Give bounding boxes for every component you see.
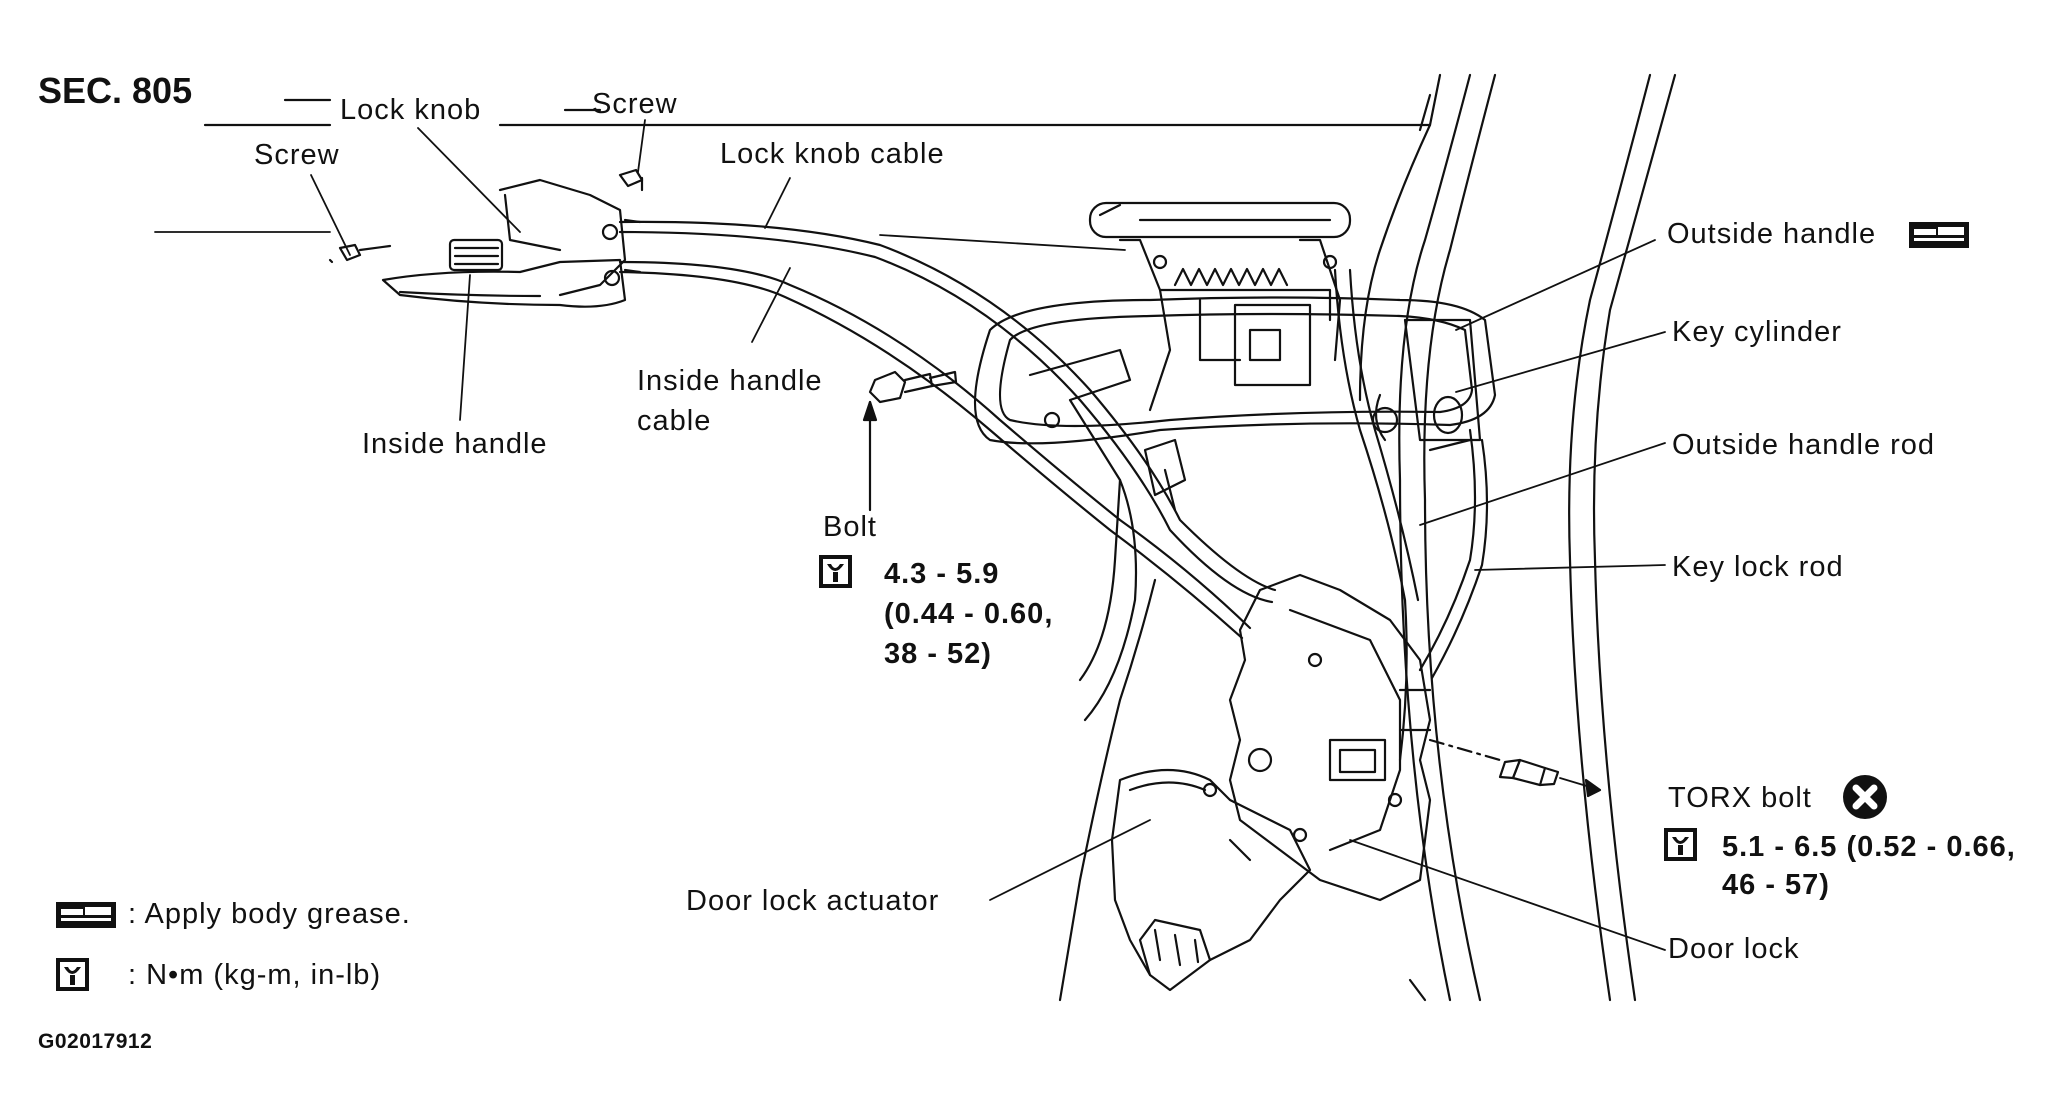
section-number: SEC. 805 xyxy=(38,70,193,111)
label-outside-handle-rod: Outside handle rod xyxy=(1672,429,1936,461)
door-lock-body xyxy=(1228,573,1432,902)
body-grease-icon xyxy=(1909,222,1969,248)
torque-wrench-icon xyxy=(1664,828,1697,861)
torque-bolt-line3: 38 - 52) xyxy=(884,638,992,670)
label-lock-knob: Lock knob xyxy=(340,94,482,126)
rods xyxy=(1333,268,1489,762)
label-door-lock: Door lock xyxy=(1668,933,1800,965)
figure-code: G02017912 xyxy=(38,1030,153,1053)
inside-handle-part xyxy=(328,168,644,308)
label-outside-handle: Outside handle xyxy=(1667,218,1877,250)
label-door-lock-actuator: Door lock actuator xyxy=(686,885,940,917)
torque-torx-line1: 5.1 - 6.5 (0.52 - 0.66, xyxy=(1722,831,2016,863)
label-key-cylinder: Key cylinder xyxy=(1672,316,1842,348)
label-screw-left: Screw xyxy=(254,139,340,171)
door-frame xyxy=(1358,73,1677,1002)
torque-bolt-line2: (0.44 - 0.60, xyxy=(884,598,1054,630)
label-inside-handle-cable-line1: Inside handle xyxy=(637,365,823,397)
header-rule xyxy=(203,98,1432,127)
legend-grease-text: : Apply body grease. xyxy=(128,898,411,930)
inner-door-panel xyxy=(1028,348,1157,1002)
label-inside-handle-cable-line2: cable xyxy=(637,405,712,437)
label-lock-knob-cable: Lock knob cable xyxy=(720,138,945,170)
torque-torx-line2: 46 - 57) xyxy=(1722,869,1830,901)
torx-bolt-part xyxy=(1428,738,1602,798)
bolt-part xyxy=(862,370,958,512)
door-lock-actuator-body xyxy=(1110,768,1312,992)
cables xyxy=(618,220,1277,640)
label-torx-bolt: TORX bolt xyxy=(1668,782,1812,814)
torque-bolt-line1: 4.3 - 5.9 xyxy=(884,558,1000,590)
label-key-lock-rod: Key lock rod xyxy=(1672,551,1844,583)
label-bolt: Bolt xyxy=(823,511,877,543)
torque-wrench-icon xyxy=(56,958,89,991)
legend-torque-unit-text: : N•m (kg-m, in-lb) xyxy=(128,959,382,991)
do-not-reuse-icon xyxy=(1843,775,1887,819)
label-screw-top: Screw xyxy=(592,88,678,120)
outside-handle-assembly xyxy=(973,201,1497,445)
torque-wrench-icon xyxy=(819,555,852,588)
leader-lines xyxy=(154,119,1666,951)
body-grease-icon xyxy=(56,902,116,928)
label-inside-handle: Inside handle xyxy=(362,428,548,460)
